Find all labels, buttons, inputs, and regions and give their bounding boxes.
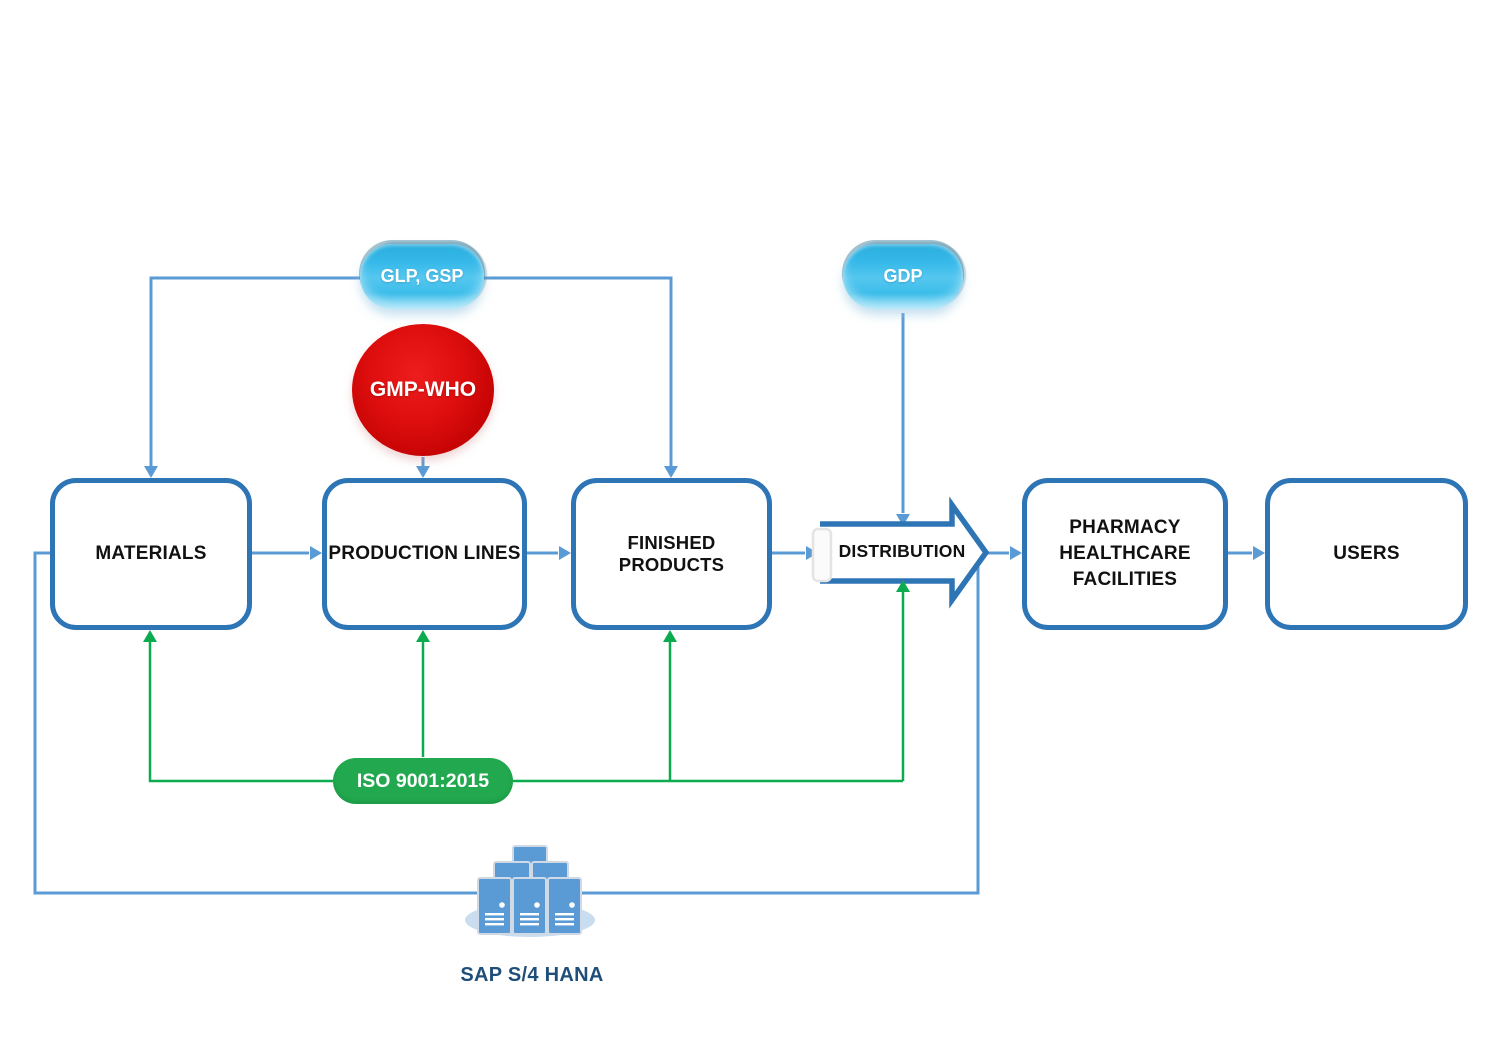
- badge-glp-gsp-label: GLP, GSP: [380, 266, 464, 286]
- blue-connectors: [33, 276, 1252, 895]
- arrowhead: [416, 630, 430, 642]
- edge-glpgsp-materials: [149, 276, 362, 467]
- node-pharmacy-healthcare-facilities: PHARMACY HEALTHCARE FACILITIES: [1022, 478, 1228, 630]
- arrowhead: [143, 630, 157, 642]
- node-users-label: USERS: [1333, 543, 1400, 564]
- arrowhead: [664, 466, 678, 478]
- distribution-arrow-stripe: [811, 527, 833, 583]
- node-finished-products-label: FINISHED PRODUCTS: [618, 532, 725, 575]
- node-production-lines: PRODUCTION LINES: [322, 478, 527, 630]
- green-arrowheads: [143, 580, 910, 642]
- pharmacy-line-2: HEALTHCARE: [1059, 543, 1191, 564]
- node-finished-products: FINISHED PRODUCTS: [571, 478, 772, 630]
- badge-gmp-who-label: GMP-WHO: [369, 378, 477, 401]
- node-materials-label: MATERIALS: [95, 543, 207, 564]
- node-users: USERS: [1265, 478, 1468, 630]
- badge-gdp: GDP: [843, 244, 963, 309]
- arrowhead: [663, 630, 677, 642]
- arrowhead: [896, 514, 910, 526]
- badge-gdp-label: GDP: [883, 266, 923, 286]
- arrowhead: [896, 580, 910, 592]
- badge-iso-label: ISO 9001:2015: [356, 769, 490, 792]
- edge-iso-materials: [148, 642, 333, 783]
- arrowhead: [310, 546, 322, 560]
- arrowhead: [416, 466, 430, 478]
- edge-glpgsp-finished: [483, 276, 673, 467]
- server-cluster-icon: [465, 845, 595, 937]
- arrowhead: [1253, 546, 1265, 560]
- arrowhead: [1010, 546, 1022, 560]
- badge-iso-9001-2015: ISO 9001:2015: [333, 758, 513, 804]
- server-tower: [547, 877, 582, 935]
- pharmacy-line-1: PHARMACY: [1069, 517, 1181, 538]
- blue-arrowheads: [144, 466, 1265, 560]
- arrowhead: [144, 466, 158, 478]
- node-production-lines-label: PRODUCTION LINES: [328, 543, 521, 564]
- green-connectors: [148, 592, 905, 783]
- badge-glp-gsp: GLP, GSP: [360, 244, 484, 309]
- server-tower: [477, 877, 512, 935]
- sap-system-label: SAP S/4 HANA: [460, 964, 604, 986]
- badge-gmp-who: GMP-WHO: [352, 324, 494, 456]
- node-distribution-label: DISTRIBUTION: [838, 541, 966, 561]
- edge-sap-loop: [33, 551, 980, 895]
- distribution-arrow-shape: [820, 496, 990, 609]
- node-pharmacy-label: PHARMACY HEALTHCARE FACILITIES: [1059, 515, 1190, 593]
- arrowhead: [559, 546, 571, 560]
- node-materials: MATERIALS: [50, 478, 252, 630]
- server-tower: [512, 877, 547, 935]
- pharmacy-line-3: FACILITIES: [1072, 569, 1178, 590]
